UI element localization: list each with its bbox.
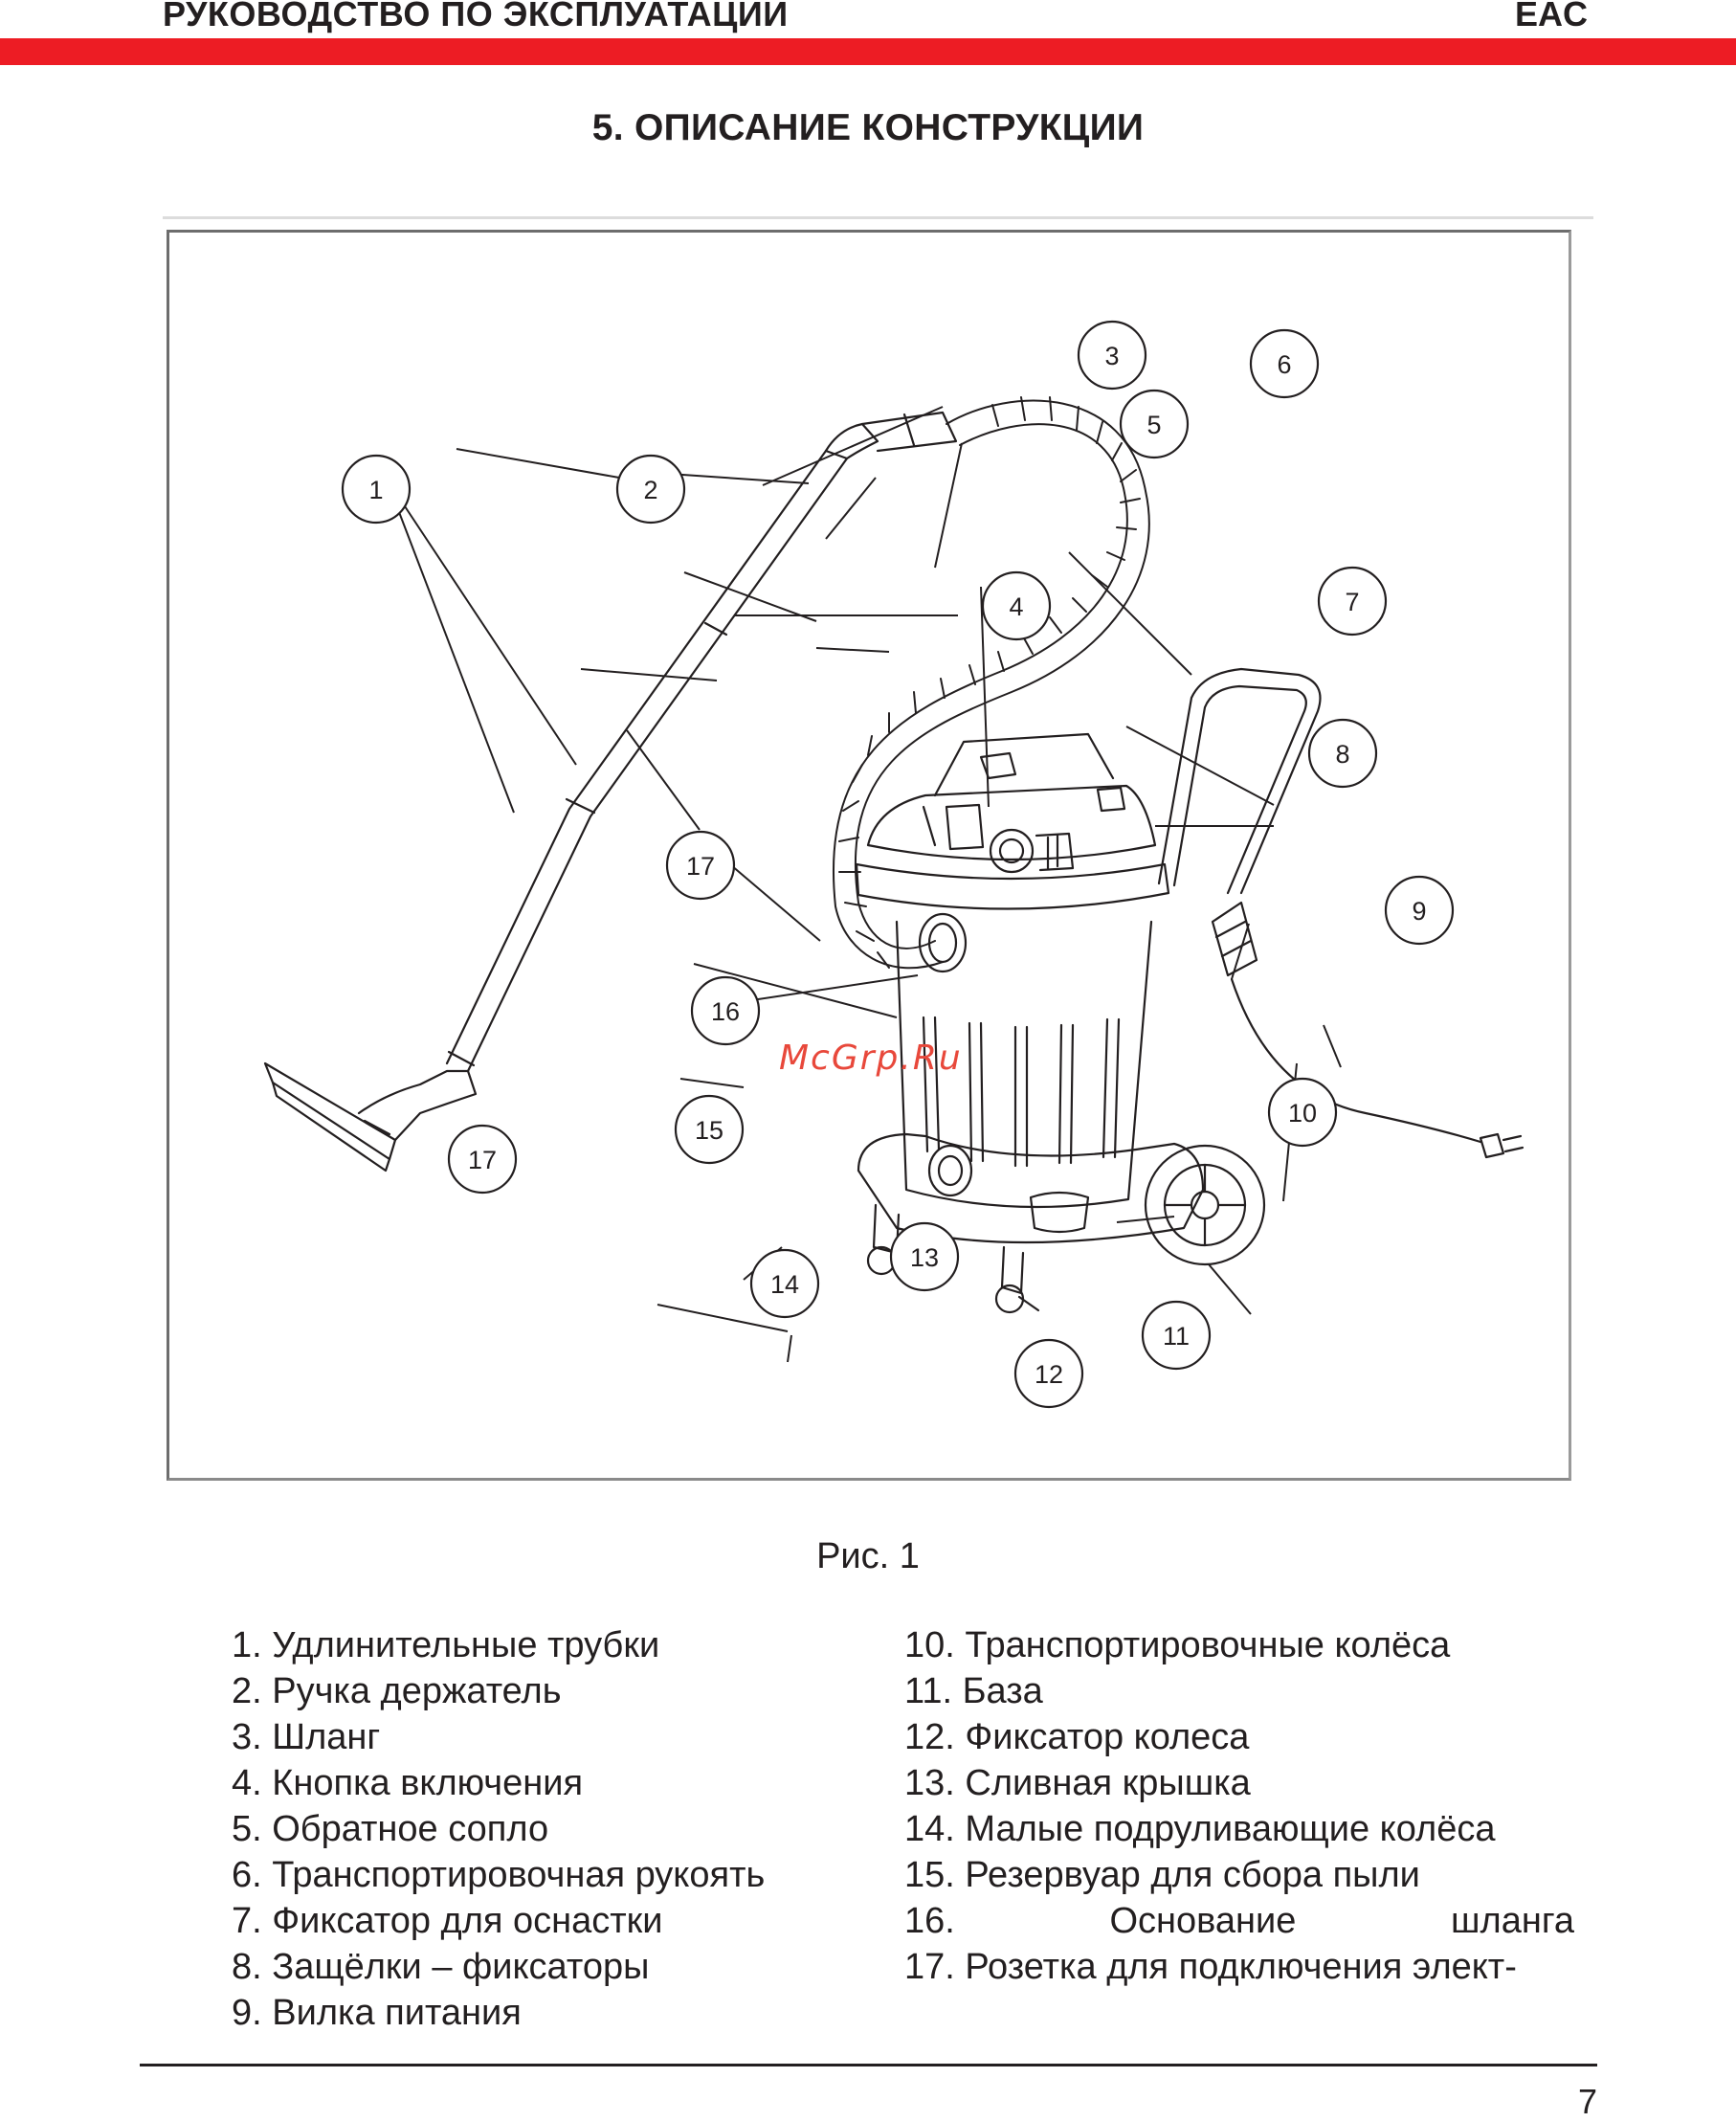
callout-label: 5 <box>1146 411 1161 439</box>
top-divider <box>163 216 1593 219</box>
dust-tank <box>895 920 1153 1209</box>
vacuum-cleaner-diagram: 1 2 3 4 5 6 7 8 9 10 11 12 13 14 15 16 1… <box>263 320 1525 1409</box>
legend-item: 14. Малые подруливающие колёса <box>904 1809 1496 1849</box>
figure-caption: Рис. 1 <box>816 1536 920 1576</box>
callout-label: 14 <box>770 1270 799 1299</box>
hose <box>833 396 1150 970</box>
legend-item: 11. База <box>904 1671 1043 1711</box>
legend-item: 2. Ручка держатель <box>232 1671 562 1711</box>
callout-14: 14 <box>749 1248 820 1319</box>
callout-13: 13 <box>889 1221 960 1292</box>
transport-handle <box>1157 667 1525 1159</box>
callout-5: 5 <box>1119 389 1190 459</box>
callout-label: 2 <box>643 476 657 504</box>
bottom-divider <box>140 2064 1597 2066</box>
callout-17-socket: 17 <box>665 830 736 901</box>
callout-3: 3 <box>1077 320 1147 391</box>
callout-label: 4 <box>1009 592 1023 621</box>
figure-frame: 1 2 3 4 5 6 7 8 9 10 11 12 13 14 15 16 1… <box>167 230 1571 1481</box>
callout-label: 13 <box>910 1243 939 1272</box>
callout-label: 17 <box>686 852 715 881</box>
legend-item: 9. Вилка питания <box>232 1993 522 2033</box>
motor-head <box>855 732 1170 910</box>
callout-label: 1 <box>368 476 383 504</box>
callout-label: 11 <box>1163 1322 1190 1351</box>
legend-item: 3. Шланг <box>232 1717 381 1757</box>
base-and-wheels <box>857 1132 1266 1314</box>
header-red-bar <box>0 38 1736 65</box>
page-header: РУКОВОДСТВО ПО ЭКСПЛУАТАЦИИ EAC <box>0 0 1736 67</box>
page-number: 7 <box>1577 2082 1597 2121</box>
legend-right-column: 10. Транспортировочные колёса 11. База 1… <box>904 1622 1574 1990</box>
callout-10: 10 <box>1267 1077 1338 1148</box>
callout-label: 12 <box>1035 1360 1063 1389</box>
callout-label: 8 <box>1335 740 1349 769</box>
watermark: McGrp.Ru <box>779 1039 963 1078</box>
callout-17-nozzle: 17 <box>447 1124 518 1195</box>
header-title: РУКОВОДСТВО ПО ЭКСПЛУАТАЦИИ <box>163 0 789 34</box>
eac-mark: EAC <box>1514 0 1588 34</box>
legend-item: 6. Транспортировочная рукоять <box>232 1855 766 1895</box>
legend-item: 1. Удлинительные трубки <box>232 1625 660 1665</box>
callout-12: 12 <box>1013 1338 1084 1409</box>
callout-4: 4 <box>981 570 1052 641</box>
callout-label: 3 <box>1104 342 1119 370</box>
callout-2: 2 <box>615 454 686 525</box>
extension-tubes <box>445 411 958 1073</box>
floor-nozzle <box>263 1061 478 1173</box>
legend-item: 15. Резервуар для сбора пыли <box>904 1855 1420 1895</box>
callout-label: 16 <box>711 997 740 1026</box>
legend-item: 5. Обратное сопло <box>232 1809 549 1849</box>
hose-base <box>918 912 968 973</box>
callout-8: 8 <box>1307 718 1378 789</box>
legend-item: 8. Защёлки – фиксаторы <box>232 1947 650 1987</box>
legend-left-column: 1. Удлинительные трубки 2. Ручка держате… <box>232 1622 854 2036</box>
legend-item: 10. Транспортировочные колёса <box>904 1625 1451 1665</box>
legend-item-continued: 17. Розетка для подключения элект- <box>904 1947 1517 1987</box>
callout-label: 17 <box>468 1146 497 1174</box>
legend-item: 16. Основание шланга <box>904 1901 1574 1941</box>
section-title: 5. ОПИСАНИЕ КОНСТРУКЦИИ <box>591 107 1145 148</box>
legend-item: 12. Фиксатор колеса <box>904 1717 1250 1757</box>
callout-label: 7 <box>1345 588 1359 616</box>
callout-6: 6 <box>1249 328 1320 399</box>
leader-lines <box>398 406 1342 1363</box>
callout-label: 9 <box>1412 897 1426 926</box>
legend-item: 4. Кнопка включения <box>232 1763 584 1803</box>
callout-label: 15 <box>695 1116 723 1145</box>
callout-label: 6 <box>1277 350 1291 379</box>
callout-16: 16 <box>690 975 761 1046</box>
callout-label: 10 <box>1288 1099 1317 1128</box>
callouts: 1 2 3 4 5 6 7 8 9 10 11 12 13 14 15 16 1… <box>341 320 1455 1409</box>
callout-15: 15 <box>674 1094 745 1165</box>
legend-item: 7. Фиксатор для оснастки <box>232 1901 663 1941</box>
callout-11: 11 <box>1141 1300 1212 1371</box>
callout-7: 7 <box>1317 566 1388 637</box>
callout-9: 9 <box>1384 875 1455 946</box>
legend-item: 13. Сливная крышка <box>904 1763 1251 1803</box>
callout-1: 1 <box>341 454 412 525</box>
